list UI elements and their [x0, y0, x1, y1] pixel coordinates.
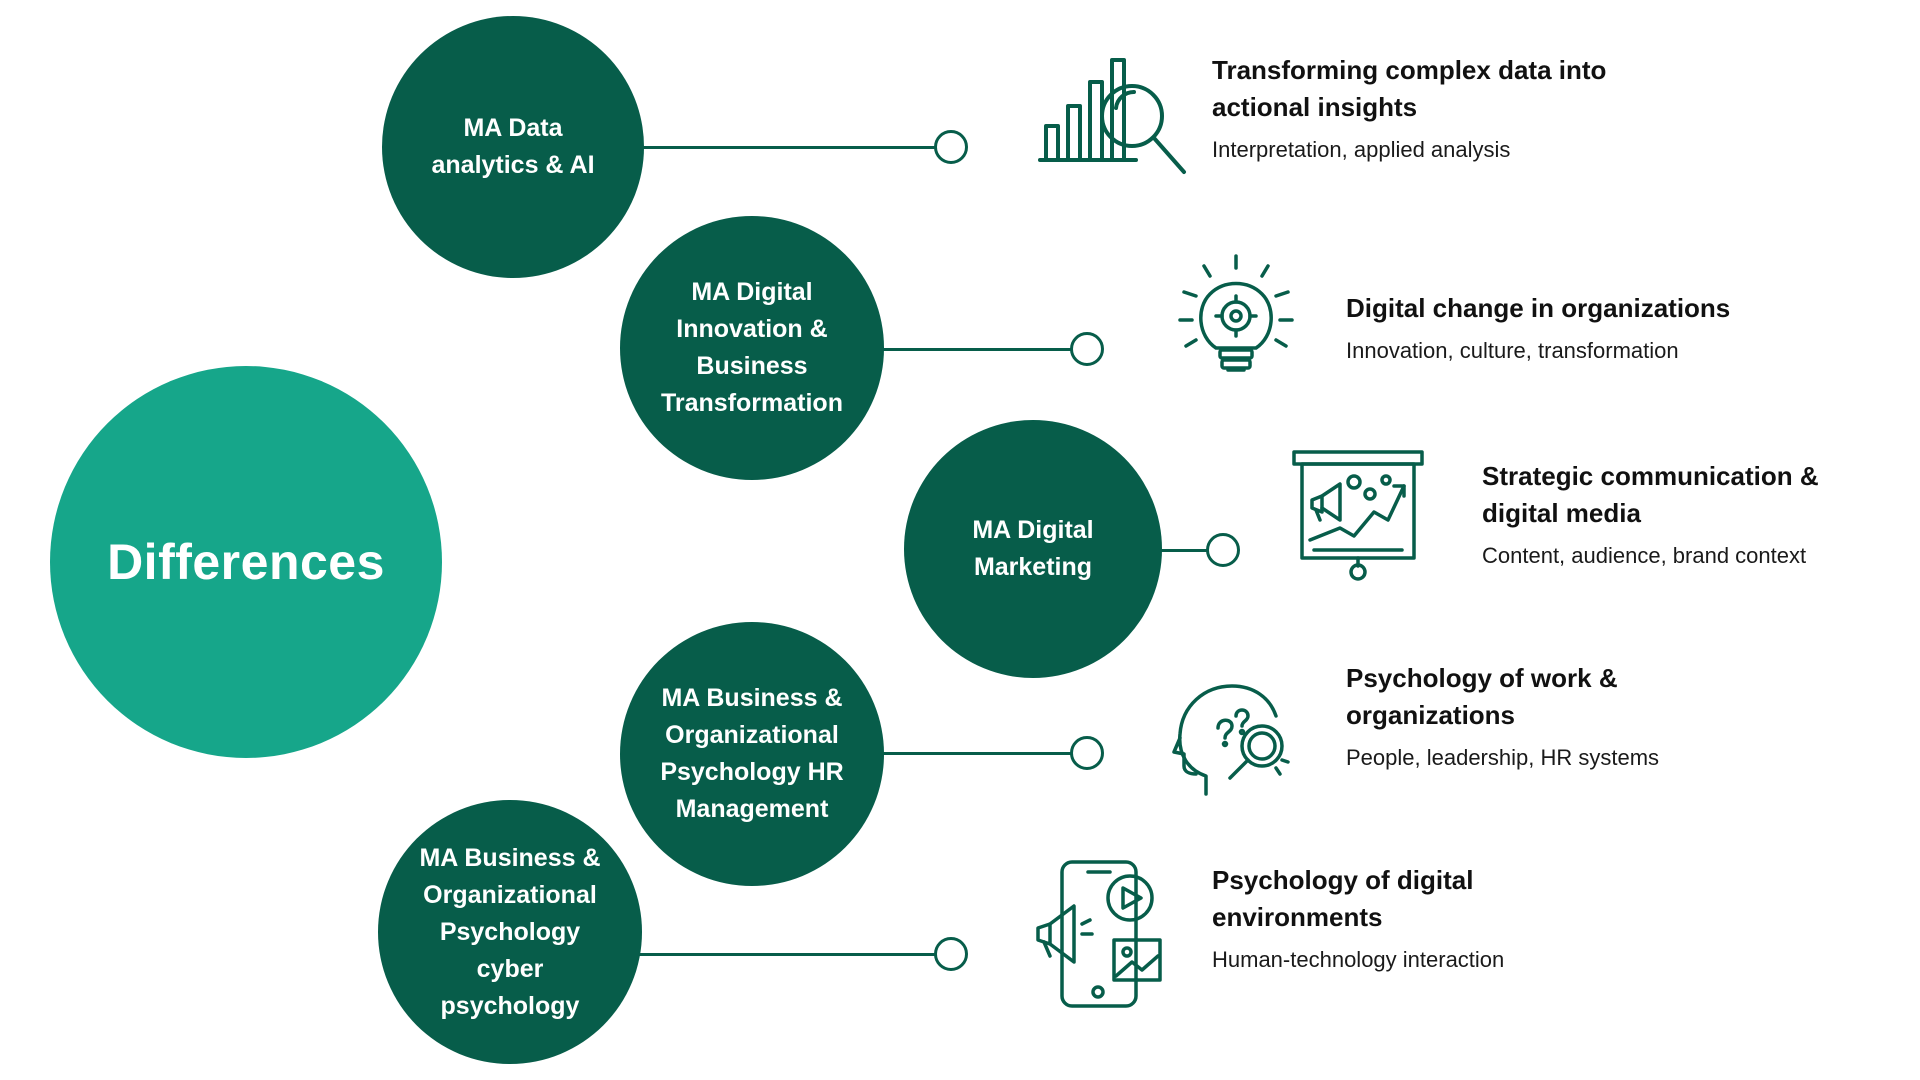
connector-line-data-analytics [620, 146, 938, 149]
program-heading: Psychology of work & organizations [1346, 663, 1618, 730]
program-description-block: Psychology of work & organizations Peopl… [1346, 660, 1866, 773]
connector-line-digital-marketing [1144, 549, 1210, 552]
program-heading: Strategic communication & digital media [1482, 461, 1819, 528]
connector-endpoint-digital-innovation [1070, 332, 1104, 366]
connector-endpoint-organizational-psychology-hr [1070, 736, 1104, 770]
connector-line-digital-innovation [860, 348, 1074, 351]
program-label: MA Data analytics & AI [431, 114, 595, 179]
program-description-block: Transforming complex data into actional … [1212, 52, 1732, 165]
program-node-digital-innovation: MA Digital Innovation & Business Transfo… [620, 216, 884, 480]
program-label: MA Digital Innovation & Business Transfo… [661, 278, 843, 417]
connector-endpoint-cyber-psychology [934, 937, 968, 971]
program-description-block: Strategic communication & digital media … [1482, 458, 1920, 571]
program-node-data-analytics: MA Data analytics & AI [382, 16, 644, 278]
program-description: Innovation, culture, transformation [1346, 338, 1679, 363]
program-description: People, leadership, HR systems [1346, 745, 1660, 770]
program-description: Interpretation, applied analysis [1212, 137, 1511, 162]
program-heading: Psychology of digital environments [1212, 865, 1474, 932]
program-label: MA Business & Organizational Psychology … [419, 843, 601, 1020]
connector-endpoint-data-analytics [934, 130, 968, 164]
lightbulb-gear-icon [1176, 252, 1296, 376]
hub-title: Differences [107, 534, 385, 590]
program-heading: Transforming complex data into actional … [1212, 55, 1607, 122]
connector-line-organizational-psychology-hr [862, 752, 1074, 755]
connector-endpoint-digital-marketing [1206, 533, 1240, 567]
program-description: Human-technology interaction [1212, 947, 1505, 972]
program-node-digital-marketing: MA Digital Marketing [904, 420, 1162, 678]
differences-hub: Differences [50, 366, 442, 758]
program-node-cyber-psychology: MA Business & Organizational Psychology … [378, 800, 642, 1064]
program-heading: Digital change in organizations [1346, 293, 1731, 323]
program-label: MA Digital Marketing [972, 516, 1094, 581]
program-node-organizational-psychology-hr: MA Business & Organizational Psychology … [620, 622, 884, 886]
program-description-block: Psychology of digital environments Human… [1212, 862, 1732, 975]
program-description: Content, audience, brand context [1482, 543, 1807, 568]
presentation-board-megaphone-icon [1290, 448, 1426, 584]
program-label: MA Business & Organizational Psychology … [660, 684, 844, 823]
program-description-block: Digital change in organizations Innovati… [1346, 290, 1866, 366]
smartphone-media-megaphone-icon [1030, 858, 1170, 1010]
connector-line-cyber-psychology [620, 953, 938, 956]
data-analytics-magnifier-icon [1036, 52, 1192, 184]
head-question-magnifier-icon [1170, 676, 1298, 798]
